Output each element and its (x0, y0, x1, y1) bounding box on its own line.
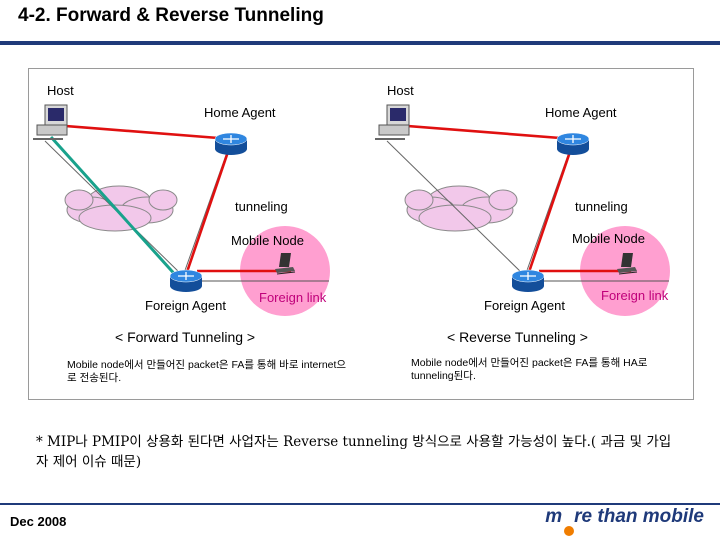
direct-path (49, 135, 181, 281)
internet-cloud (64, 185, 178, 232)
foreign-agent-label: Foreign Agent (484, 298, 565, 313)
foreign-agent-router-icon (511, 269, 545, 292)
footer-date: Dec 2008 (10, 514, 67, 529)
company-logo: m re than mobile (545, 506, 704, 536)
reverse-tunneling-description: Mobile node에서 만들어진 packet은 FA를 통해 HA로 tu… (411, 357, 648, 382)
host-label: Host (387, 83, 414, 98)
forward-tunneling-caption: < Forward Tunneling > (115, 329, 256, 345)
reverse-tunneling-caption: < Reverse Tunneling > (447, 329, 588, 345)
home-agent-router-icon (556, 132, 590, 155)
foreign-link-label: Foreign link (259, 290, 327, 305)
home-agent-label: Home Agent (204, 105, 276, 120)
diagram-frame: Host Home Agent tunneling Mobile Node Fo… (28, 68, 694, 400)
mobile-node-label: Mobile Node (231, 233, 304, 248)
home-agent-router-icon (214, 132, 248, 155)
foreign-link-label: Foreign link (601, 288, 669, 303)
left-panel (33, 104, 330, 316)
host-label: Host (47, 83, 74, 98)
title-divider (0, 41, 720, 45)
mobile-node-laptop-icon (275, 253, 296, 275)
host-computer-icon (375, 104, 410, 140)
foreign-agent-router-icon (169, 269, 203, 292)
internet-cloud (404, 185, 518, 232)
footer-divider (0, 503, 720, 505)
tunnel-path (394, 123, 631, 273)
mobile-node-label: Mobile Node (572, 231, 645, 246)
tunneling-label: tunneling (575, 199, 628, 214)
tunneling-diagram (33, 104, 670, 316)
tunnel-path (52, 123, 291, 273)
slide-title: 4-2. Forward & Reverse Tunneling (18, 5, 324, 26)
foreign-agent-label: Foreign Agent (145, 298, 226, 313)
host-computer-icon (33, 104, 68, 140)
mobile-node-laptop-icon (617, 253, 638, 275)
logo-text-start: m (545, 506, 563, 527)
footnote: * MIP나 PMIP이 상용화 된다면 사업자는 Reverse tunnel… (36, 434, 672, 470)
logo-text-end: re than mobile (574, 506, 704, 527)
forward-tunneling-description: Mobile node에서 만들어진 packet은 FA를 통해 바로 int… (67, 359, 347, 384)
right-panel (375, 104, 670, 316)
tunneling-label: tunneling (235, 199, 288, 214)
home-agent-label: Home Agent (545, 105, 617, 120)
